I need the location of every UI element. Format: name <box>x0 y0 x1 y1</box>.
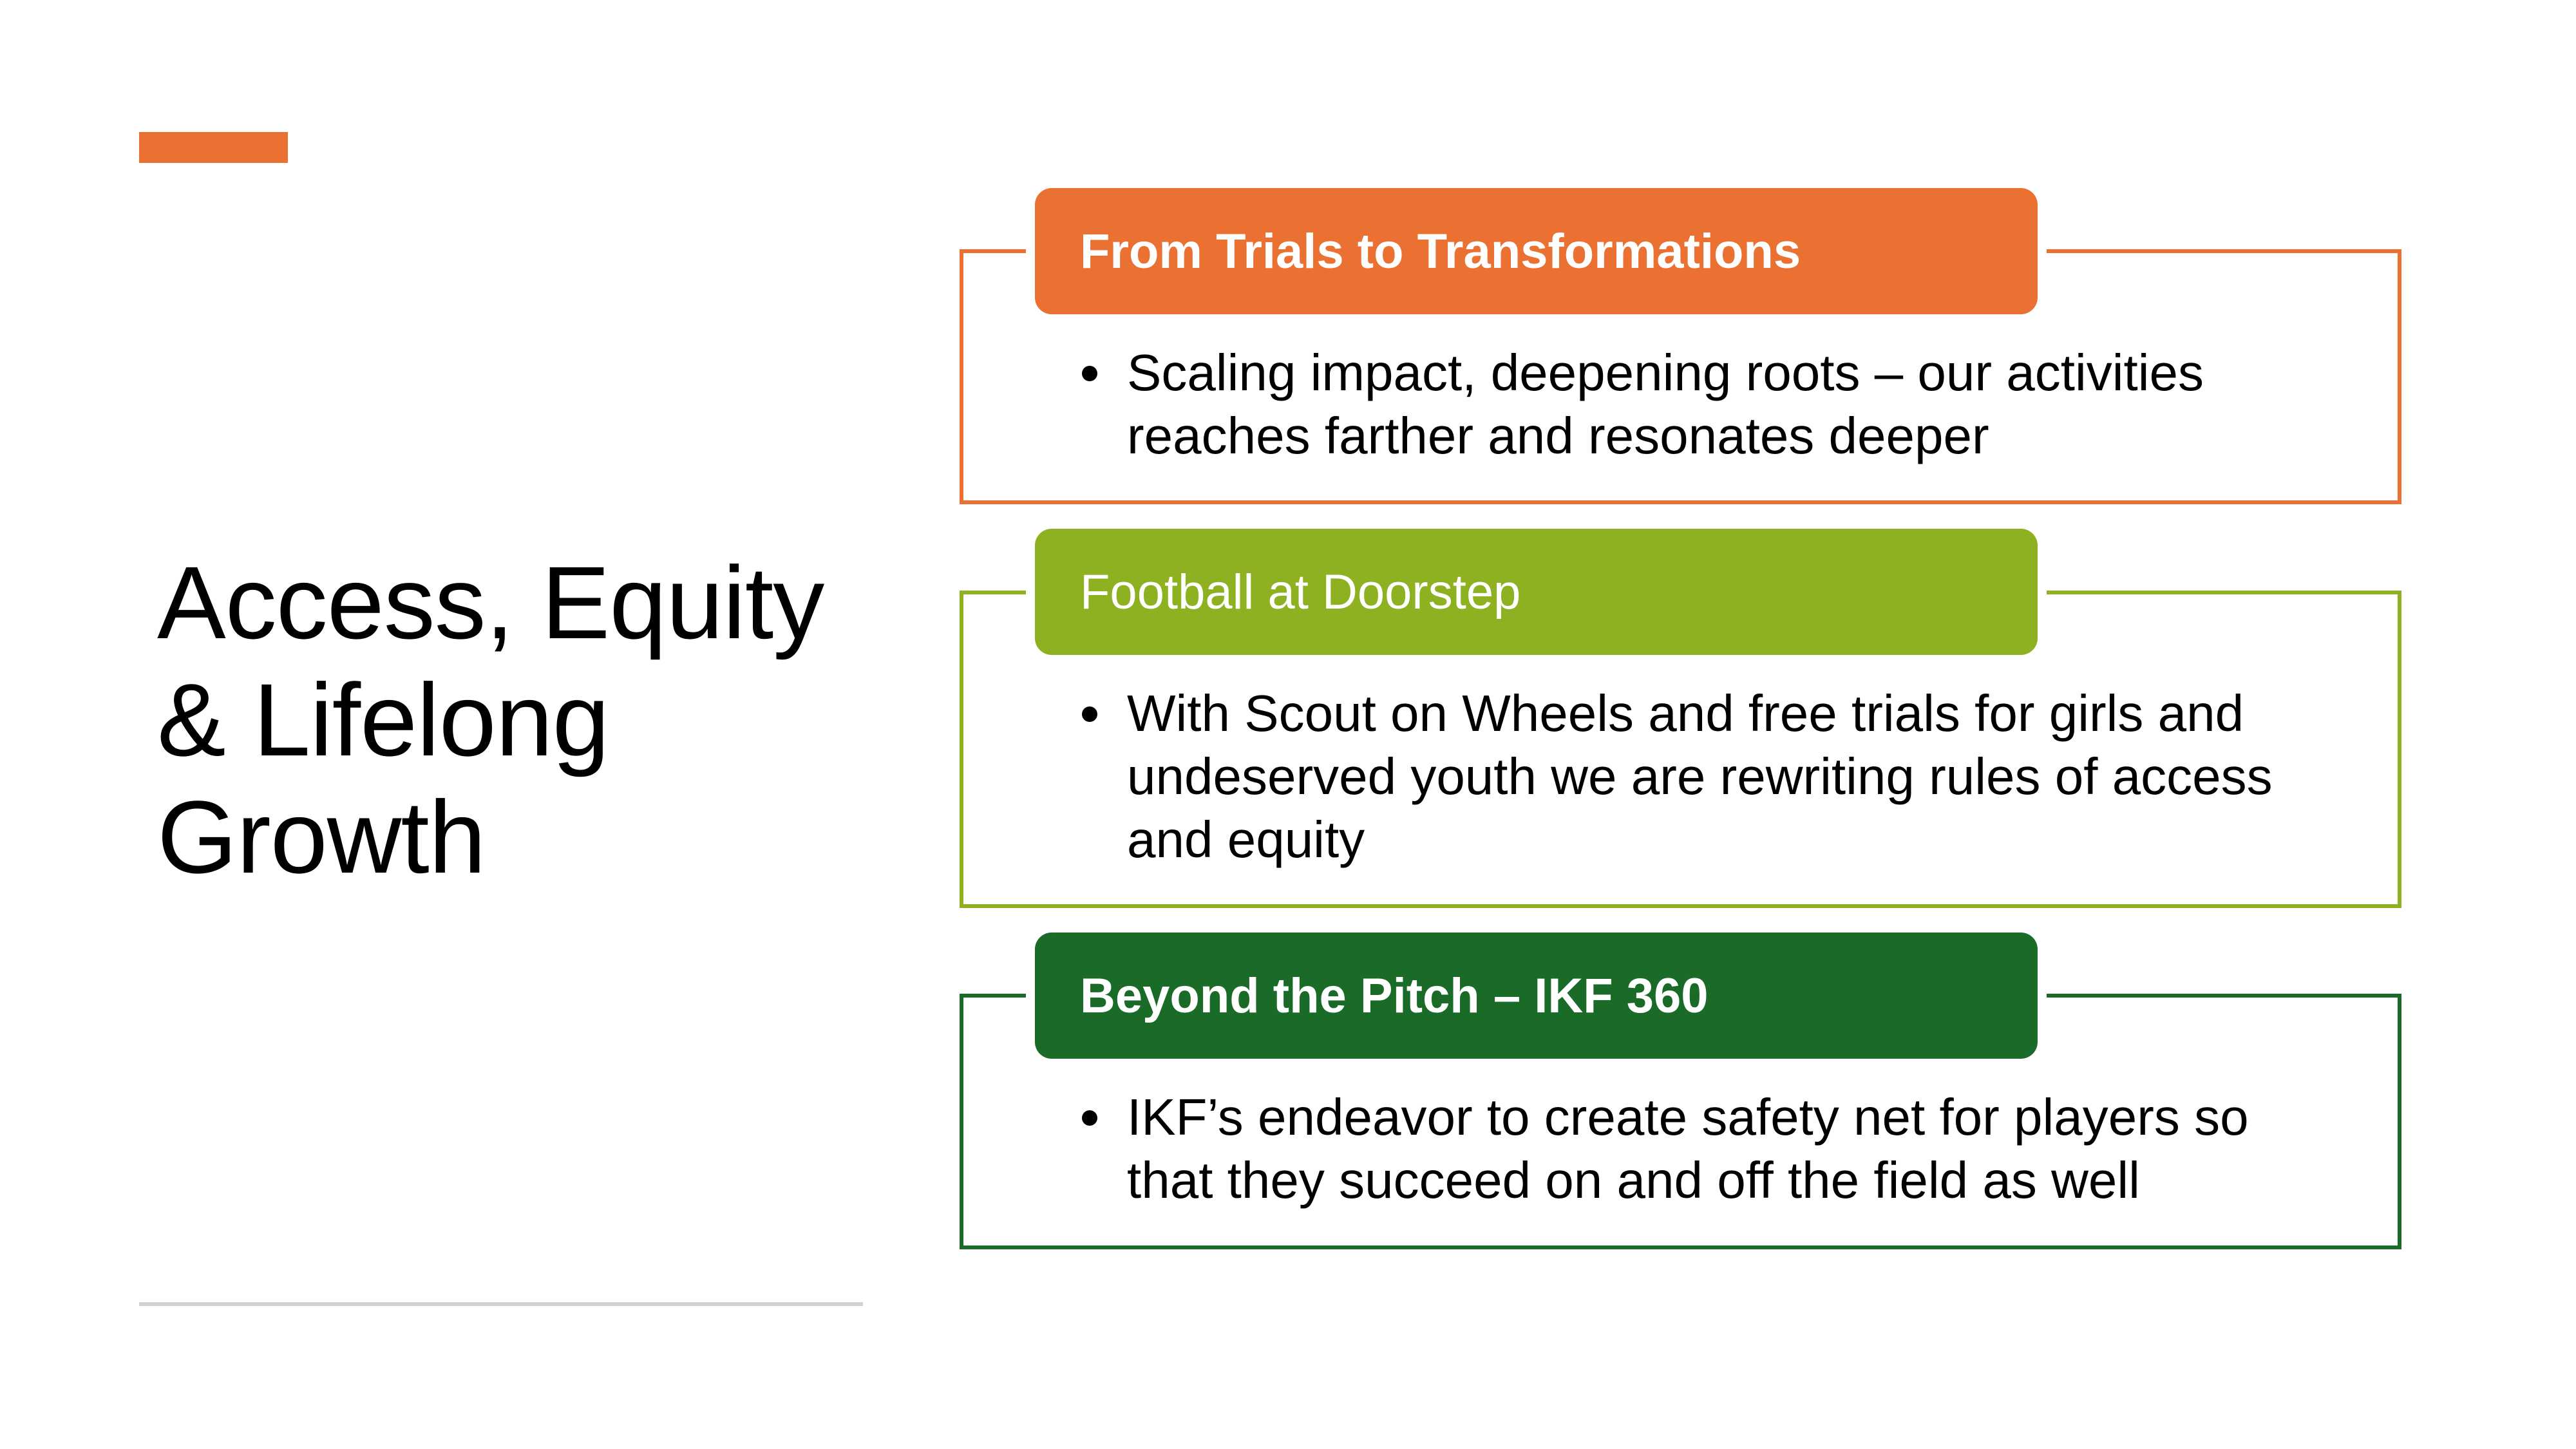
bullet-text: Scaling impact, deepening roots – our ac… <box>1127 344 2204 464</box>
footer-divider <box>139 1302 863 1306</box>
card-header: Football at Doorstep <box>1035 529 2038 655</box>
bullet-list: With Scout on Wheels and free trials for… <box>1082 682 2286 871</box>
card-body: With Scout on Wheels and free trials for… <box>1082 682 2286 871</box>
card-body: Scaling impact, deepening roots – our ac… <box>1082 341 2286 468</box>
card-heading: Beyond the Pitch – IKF 360 <box>1080 968 1709 1023</box>
card-header: Beyond the Pitch – IKF 360 <box>1035 933 2038 1059</box>
card-header: From Trials to Transformations <box>1035 188 2038 314</box>
bullet-icon <box>1082 366 1097 381</box>
card-heading: Football at Doorstep <box>1080 564 1521 620</box>
card-beyond-the-pitch: Beyond the Pitch – IKF 360 IKF’s endeavo… <box>960 933 2401 1249</box>
bullet-text: With Scout on Wheels and free trials for… <box>1127 685 2273 868</box>
bullet-item: With Scout on Wheels and free trials for… <box>1082 682 2286 871</box>
bullet-icon <box>1082 706 1097 722</box>
card-football-at-doorstep: Football at Doorstep With Scout on Wheel… <box>960 529 2401 908</box>
bullet-list: IKF’s endeavor to create safety net for … <box>1082 1086 2286 1212</box>
card-body: IKF’s endeavor to create safety net for … <box>1082 1086 2286 1212</box>
bullet-item: IKF’s endeavor to create safety net for … <box>1082 1086 2286 1212</box>
bullet-list: Scaling impact, deepening roots – our ac… <box>1082 341 2286 468</box>
bullet-text: IKF’s endeavor to create safety net for … <box>1127 1088 2249 1209</box>
bullet-icon <box>1082 1110 1097 1126</box>
card-trials-to-transformations: From Trials to Transformations Scaling i… <box>960 188 2401 504</box>
slide-title: Access, Equity & Lifelong Growth <box>157 545 824 895</box>
title-accent-bar <box>139 132 288 163</box>
card-heading: From Trials to Transformations <box>1080 223 1801 279</box>
bullet-item: Scaling impact, deepening roots – our ac… <box>1082 341 2286 468</box>
